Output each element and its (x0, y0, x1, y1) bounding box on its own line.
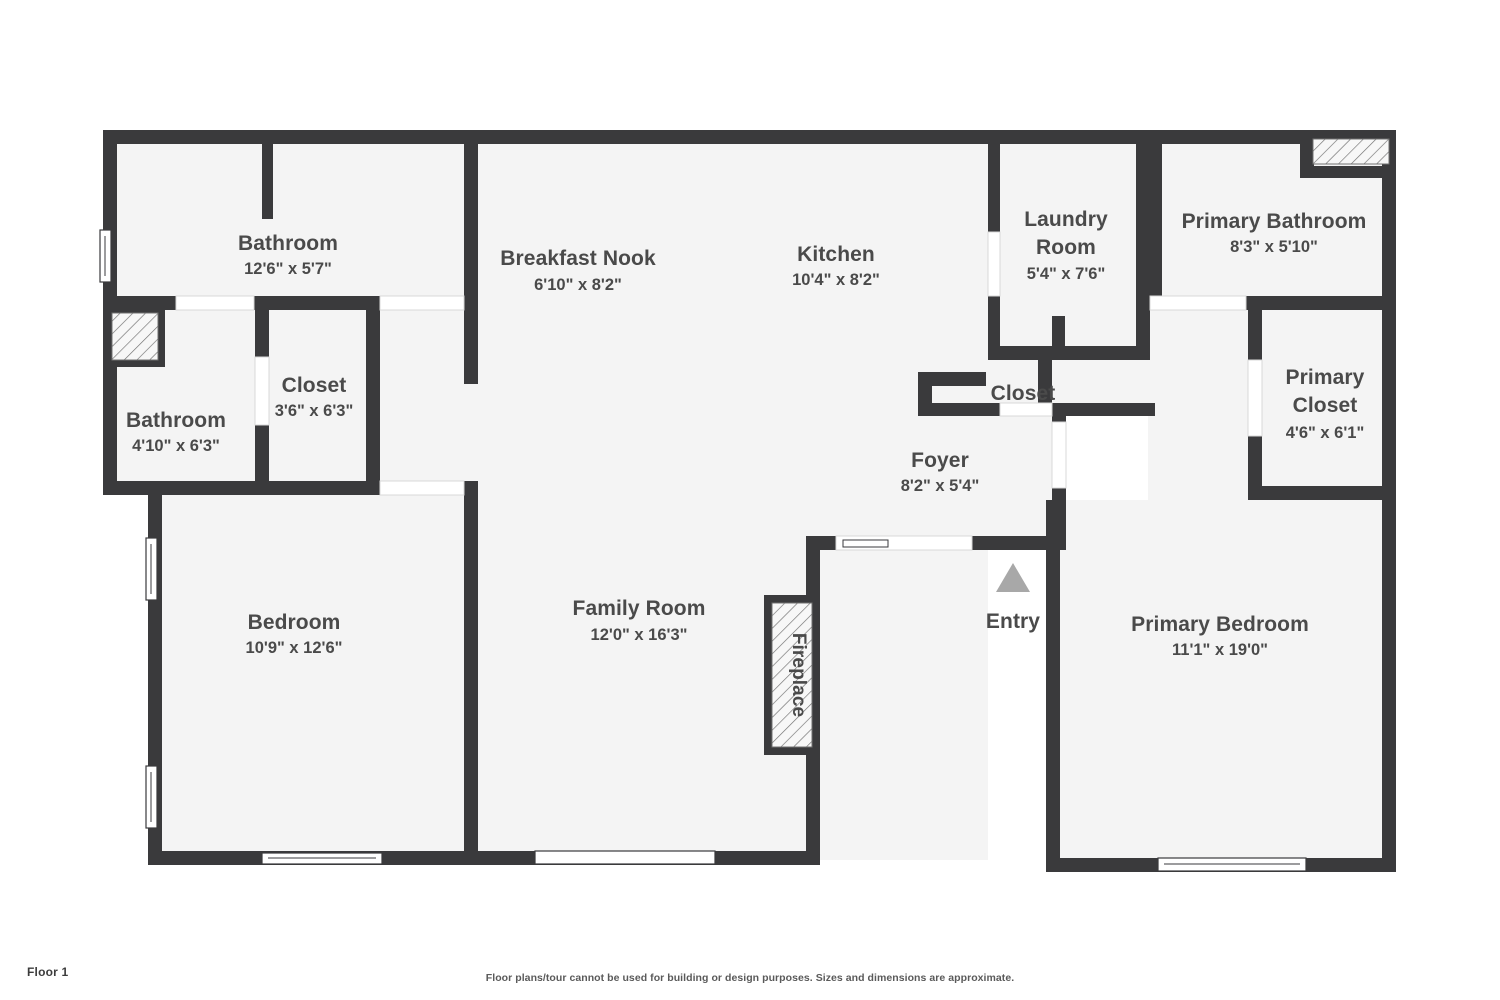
room-label-foyer: Foyer (911, 449, 969, 472)
room-dim-primary-closet: 4'6" x 6'1" (1286, 424, 1365, 442)
wall-primary-closet-bottom (1248, 486, 1396, 500)
feature-label-fireplace: Fireplace (788, 633, 809, 717)
room-dim-family-room: 12'0" x 16'3" (591, 626, 688, 644)
fireplace-icon (771, 602, 813, 748)
doorway-bathroom-left (175, 295, 255, 311)
room-label-primary-closet-line1: Primary (1286, 366, 1365, 389)
disclaimer-text: Floor plans/tour cannot be used for buil… (485, 972, 1015, 984)
doorway-laundry (987, 231, 1001, 297)
wall-primary-bath-left (1148, 130, 1162, 310)
window-sidelight-entry (842, 539, 889, 548)
room-floor-bathroom-left (103, 305, 478, 495)
wall-exterior-left-jog (103, 481, 162, 495)
floor-label: Floor 1 (27, 965, 69, 979)
wall-exterior-bottom-left (148, 851, 820, 865)
wall-foyer-right-bottom (1052, 486, 1066, 550)
wall-primary-bath-tub-bottom (1300, 166, 1396, 178)
wall-closet-foyer-right-upper (1038, 360, 1052, 414)
wall-bathroom-top-stub (262, 144, 273, 219)
wall-exterior-right (1382, 130, 1396, 872)
room-floor-primary-closet (1148, 310, 1396, 500)
wall-nook-left-upper (464, 130, 478, 384)
wall-exterior-top (103, 130, 1396, 144)
room-label-bedroom: Bedroom (248, 611, 341, 634)
room-label-primary-bedroom: Primary Bedroom (1131, 613, 1309, 636)
doorway-closet-foyer (999, 402, 1053, 417)
wall-bedroom-right (464, 481, 478, 865)
wall-laundry-stub (1052, 316, 1065, 360)
bathtub-icon-primary-bathroom (1312, 138, 1390, 165)
room-dim-primary-bedroom: 11'1" x 19'0" (1172, 641, 1268, 659)
wall-laundry-right (1136, 130, 1150, 360)
room-dim-breakfast-nook: 6'10" x 8'2" (534, 276, 622, 294)
room-label-laundry-room-line2: Room (1036, 236, 1096, 259)
entry-arrow-group (996, 563, 1030, 592)
room-floor-laundry (988, 130, 1148, 360)
room-dim-foyer: 8'2" x 5'4" (901, 477, 980, 495)
room-floor-primary-bedroom (1060, 500, 1396, 870)
doorway-closet-hall (254, 356, 270, 426)
openings (99, 229, 1307, 872)
room-label-laundry-room-line1: Laundry (1024, 208, 1108, 231)
room-dim-laundry-room: 5'4" x 7'6" (1027, 265, 1106, 283)
room-label-bathroom-top: Bathroom (238, 232, 338, 255)
room-dim-bathroom-top: 12'6" x 5'7" (244, 260, 332, 278)
wall-closet-foyer-top (918, 372, 986, 386)
wall-laundry-left-lower (988, 294, 1000, 360)
doorway-foyer-hall (1051, 421, 1067, 489)
doorway-bedroom (379, 480, 465, 496)
room-floor-bathroom-top (103, 130, 478, 305)
doorway-bathroom-top (379, 295, 465, 311)
hatched-features (111, 138, 1390, 755)
room-dim-closet-hall: 3'6" x 6'3" (275, 402, 354, 420)
entry-direction-marker-icon (996, 563, 1030, 592)
room-label-closet-foyer: Closet (991, 382, 1056, 405)
wall-foyer-right-top (1052, 403, 1066, 425)
room-label-breakfast-nook: Breakfast Nook (500, 247, 656, 270)
wall-primary-bath-tub-left (1300, 130, 1314, 166)
room-fills (103, 130, 1396, 870)
room-dim-bathroom-left: 4'10" x 6'3" (132, 437, 220, 455)
room-dim-primary-bathroom: 8'3" x 5'10" (1230, 238, 1318, 256)
wall-entry-right (1046, 500, 1060, 872)
room-floor-bedroom (148, 495, 478, 860)
room-label-closet-hall: Closet (282, 374, 347, 397)
bathtub-icon-left-bathroom (111, 312, 159, 361)
room-label-family-room: Family Room (573, 597, 706, 620)
wall-hall-divider (1065, 403, 1155, 416)
room-floor-foyer (820, 410, 1060, 550)
room-labels: Bathroom 12'6" x 5'7" Bathroom 4'10" x 6… (126, 208, 1366, 717)
room-label-primary-closet-line2: Closet (1293, 394, 1358, 417)
room-label-primary-bathroom: Primary Bathroom (1182, 210, 1367, 233)
room-label-bathroom-left: Bathroom (126, 409, 226, 432)
room-dim-bedroom: 10'9" x 12'6" (246, 639, 343, 657)
room-dim-kitchen: 10'4" x 8'2" (792, 271, 880, 289)
wall-laundry-bottom (988, 346, 1150, 360)
wall-laundry-left-upper (988, 144, 1000, 244)
window-family-room-bottom (534, 850, 716, 865)
wall-closet-right (366, 310, 380, 495)
room-label-kitchen: Kitchen (797, 243, 875, 266)
doorway-primary-closet (1247, 359, 1263, 437)
doorway-primary-bathroom (1149, 295, 1247, 311)
room-label-entry: Entry (986, 610, 1040, 633)
